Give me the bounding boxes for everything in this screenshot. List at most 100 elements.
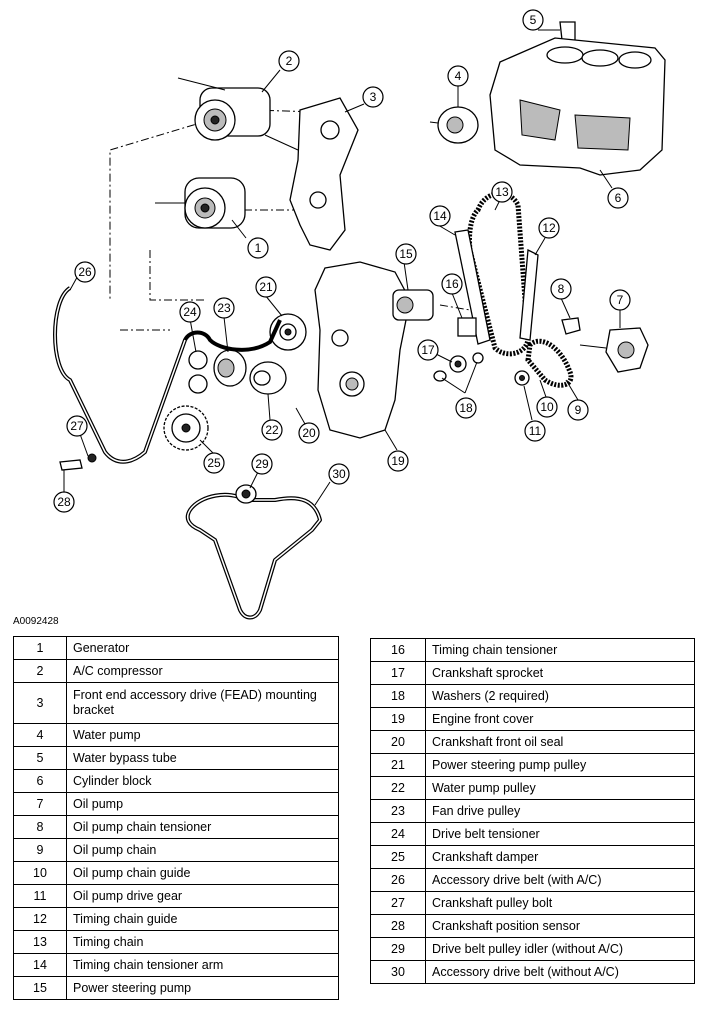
cylinder-block-part <box>489 37 666 176</box>
callout-number: 12 <box>542 221 556 235</box>
legend-label: Power steering pump <box>66 976 339 1000</box>
callout-circle <box>441 273 463 295</box>
legend-number: 22 <box>370 776 426 800</box>
callout-number: 7 <box>617 293 624 307</box>
legend-label: Timing chain <box>66 930 339 954</box>
legend-label: Crankshaft position sensor <box>425 914 695 938</box>
legend-label: Water bypass tube <box>66 746 339 770</box>
callout-circle <box>179 301 201 323</box>
callout-circle <box>387 450 409 472</box>
legend-label: Crankshaft pulley bolt <box>425 891 695 915</box>
legend-label: Crankshaft sprocket <box>425 661 695 685</box>
ac-compressor-part <box>177 77 271 141</box>
power-steering-pump-part <box>392 289 434 321</box>
legend-label: Crankshaft front oil seal <box>425 730 695 754</box>
callout-number: 20 <box>302 426 316 440</box>
callout-number: 16 <box>445 277 459 291</box>
callout-9: 9 <box>567 399 589 421</box>
callout-number: 8 <box>558 282 565 296</box>
callout-circle <box>550 278 572 300</box>
callout-23: 23 <box>213 297 235 319</box>
callout-4: 4 <box>447 65 469 87</box>
legend-number: 24 <box>370 822 426 846</box>
callout-circle <box>455 397 477 419</box>
callout-27: 27 <box>66 415 88 437</box>
callout-13: 13 <box>491 181 513 203</box>
callout-16: 16 <box>441 273 463 295</box>
callout-circle <box>524 420 546 442</box>
legend-label: Oil pump chain tensioner <box>66 815 339 839</box>
pulleys-group <box>188 313 307 395</box>
legend-label: Timing chain tensioner arm <box>66 953 339 977</box>
callout-circle <box>255 276 277 298</box>
callout-7: 7 <box>609 289 631 311</box>
callout-number: 23 <box>217 301 231 315</box>
callout-circle <box>536 396 558 418</box>
callout-circle <box>247 237 269 259</box>
callout-5: 5 <box>522 9 544 31</box>
callout-number: 29 <box>255 457 269 471</box>
legend-number: 5 <box>13 746 67 770</box>
callout-29: 29 <box>251 453 273 475</box>
accessory-belt-with-ac-part <box>53 286 282 464</box>
callout-19: 19 <box>387 450 409 472</box>
callout-circle <box>251 453 273 475</box>
legend-label: Oil pump drive gear <box>66 884 339 908</box>
exploded-parts-diagram: 1234567891011121314151617181920212223242… <box>13 9 666 627</box>
engine-front-cover-part <box>314 261 411 439</box>
legend-label: Water pump <box>66 723 339 747</box>
callout-number: 24 <box>183 305 197 319</box>
water-pump-part <box>429 106 479 144</box>
callout-number: 19 <box>391 454 405 468</box>
callout-number: 15 <box>399 247 413 261</box>
legend-number: 6 <box>13 769 67 793</box>
legend-label: Water pump pulley <box>425 776 695 800</box>
callout-28: 28 <box>53 491 75 513</box>
legend-number: 10 <box>13 861 67 885</box>
timing-chain-part <box>454 191 539 357</box>
callout-6: 6 <box>607 187 629 209</box>
legend-number: 8 <box>13 815 67 839</box>
callout-circle <box>328 463 350 485</box>
callout-24: 24 <box>179 301 201 323</box>
callout-10: 10 <box>536 396 558 418</box>
callout-number: 13 <box>495 185 509 199</box>
generator-part <box>155 177 246 229</box>
legend-number: 20 <box>370 730 426 754</box>
callout-circle <box>395 243 417 265</box>
legend-number: 29 <box>370 937 426 961</box>
legend-number: 12 <box>13 907 67 931</box>
legend-label: Oil pump chain guide <box>66 861 339 885</box>
callout-number: 14 <box>433 209 447 223</box>
legend-label: Washers (2 required) <box>425 684 695 708</box>
callout-circle <box>522 9 544 31</box>
legend-label: Accessory drive belt (without A/C) <box>425 960 695 984</box>
crankshaft-damper-part <box>163 405 209 451</box>
accessory-belt-without-ac-part <box>185 484 322 620</box>
callout-number: 11 <box>529 424 542 438</box>
oil-pump-part <box>579 327 649 373</box>
legend-number: 11 <box>13 884 67 908</box>
legend-number: 17 <box>370 661 426 685</box>
legend-number: 1 <box>13 636 67 660</box>
callout-circle <box>298 422 320 444</box>
callout-number: 22 <box>265 423 279 437</box>
